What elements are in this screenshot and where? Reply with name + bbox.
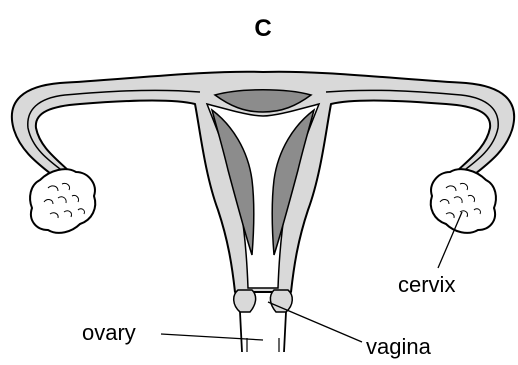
right-ovary [431, 169, 496, 233]
label-cervix: cervix [398, 272, 455, 297]
diagram-title: C [254, 15, 271, 42]
vagina-leader-line [268, 302, 362, 342]
cervix-shape [234, 290, 256, 312]
ovary-leader-line [161, 334, 263, 340]
label-vagina: vagina [366, 334, 432, 359]
vaginal-tick-marks [247, 338, 279, 352]
label-ovary: ovary [82, 320, 136, 345]
cervix-shape-right [270, 290, 292, 312]
left-ovary [30, 169, 95, 233]
